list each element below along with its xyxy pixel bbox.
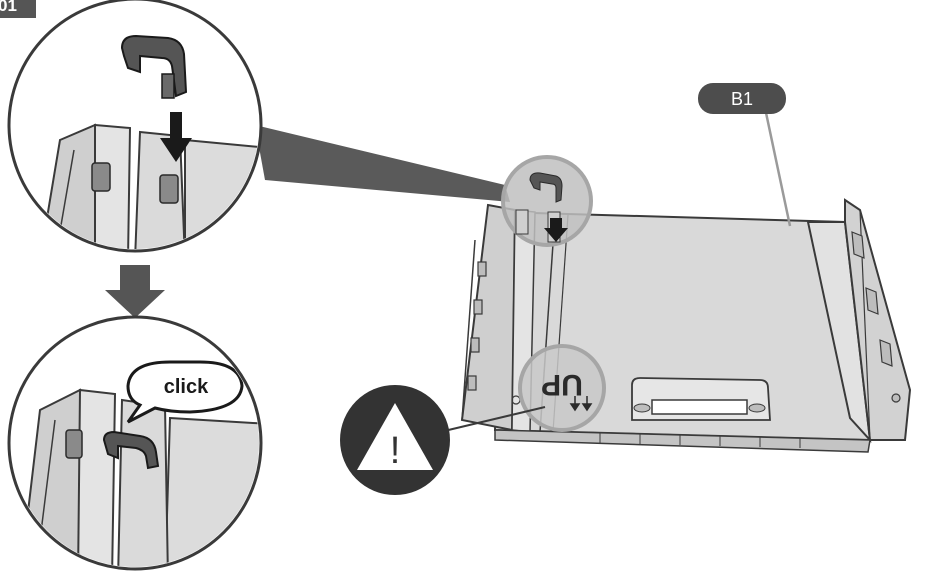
part-label-text: B1 [731,89,753,109]
up-marking-detail: UP [518,344,606,432]
up-marking-text: UP [541,368,583,401]
warning-badge: ! [340,385,450,495]
down-arrow-icon [544,218,568,242]
clip-engaged-detail: click [7,315,263,571]
warning-triangle-icon [357,403,433,470]
clip-detail-marker [501,155,593,247]
part-label-b1: B1 [698,83,786,114]
down-arrows-icon [569,396,593,412]
warning-pointer [439,406,546,433]
zoom-beam [255,125,510,202]
step-number-badge: 01 [0,0,36,18]
click-callout-text: click [164,376,209,398]
step-transition-arrow-icon [105,265,165,318]
clip-insertion-detail [7,0,263,253]
warning-symbol: ! [390,430,401,472]
insert-down-arrow-icon [160,112,192,162]
click-callout-bubble [126,360,244,424]
part-label-pointer [763,107,792,227]
